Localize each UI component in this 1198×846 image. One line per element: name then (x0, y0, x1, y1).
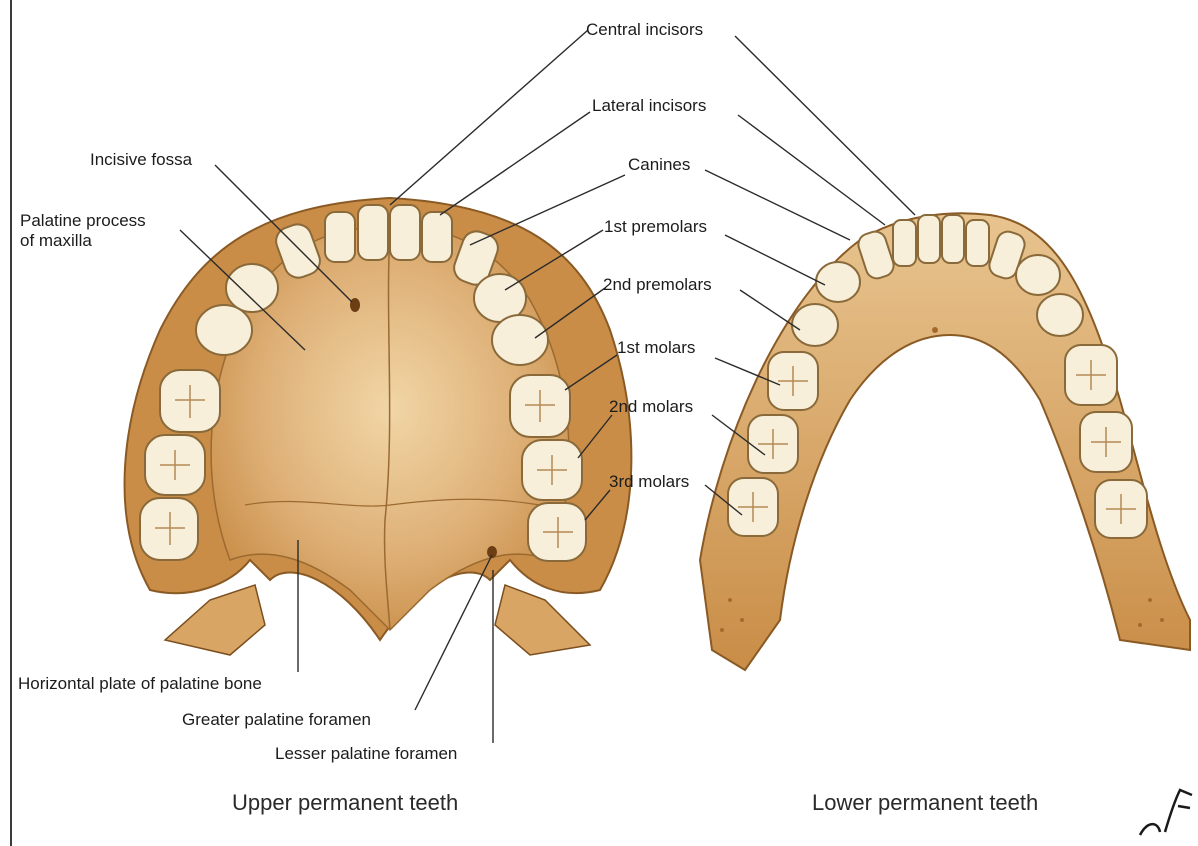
pterygoid-right (495, 585, 590, 655)
leader-canines-lower (705, 170, 850, 240)
label-first-premolars: 1st premolars (604, 217, 707, 237)
upper-lateral-incisor-left (325, 212, 355, 262)
caption-lower-teeth: Lower permanent teeth (812, 790, 1038, 816)
leader-lateral-incisors-lower (738, 115, 885, 225)
lower-central-incisor-right (942, 215, 964, 263)
upper-second-premolar-right (492, 315, 548, 365)
label-canines: Canines (628, 155, 690, 175)
pterygoid-left (165, 585, 265, 655)
leader-canines-upper (470, 175, 625, 245)
upper-central-incisor-left (358, 205, 388, 260)
label-second-premolars: 2nd premolars (603, 275, 712, 295)
label-incisive-fossa: Incisive fossa (90, 150, 192, 170)
label-central-incisors: Central incisors (586, 20, 703, 40)
lower-second-premolar-right (1037, 294, 1083, 336)
lower-lateral-incisor-left (893, 220, 916, 266)
leader-second-premolars-lower (740, 290, 800, 330)
upper-third-molar-left (140, 498, 198, 560)
label-third-molars: 3rd molars (609, 472, 689, 492)
upper-central-incisor-right (390, 205, 420, 260)
caption-upper-teeth: Upper permanent teeth (232, 790, 458, 816)
label-second-molars: 2nd molars (609, 397, 693, 417)
label-first-molars: 1st molars (617, 338, 695, 358)
label-palatine-process-line1: Palatine process (20, 211, 146, 231)
leader-central-incisors-lower (735, 36, 915, 215)
leader-first-premolars-lower (725, 235, 825, 285)
incisive-fossa (350, 298, 360, 312)
label-horizontal-plate: Horizontal plate of palatine bone (18, 674, 262, 694)
upper-lateral-incisor-right (422, 212, 452, 262)
lower-first-premolar-right (1016, 255, 1060, 295)
artist-signature (1140, 790, 1192, 835)
lower-central-incisor-left (918, 215, 940, 263)
lower-lateral-incisor-right (966, 220, 989, 266)
lower-first-premolar-left (816, 262, 860, 302)
label-lesser-palatine-foramen: Lesser palatine foramen (275, 744, 457, 764)
label-greater-palatine-foramen: Greater palatine foramen (182, 710, 371, 730)
leader-central-incisors-upper (390, 30, 588, 205)
label-lateral-incisors: Lateral incisors (592, 96, 706, 116)
label-palatine-process-line2: of maxilla (20, 231, 92, 251)
leader-lateral-incisors-upper (440, 112, 590, 215)
upper-second-premolar-left (196, 305, 252, 355)
lower-arch (700, 213, 1190, 670)
upper-first-premolar-left (226, 264, 278, 312)
upper-arch (125, 198, 632, 655)
lower-second-premolar-left (792, 304, 838, 346)
